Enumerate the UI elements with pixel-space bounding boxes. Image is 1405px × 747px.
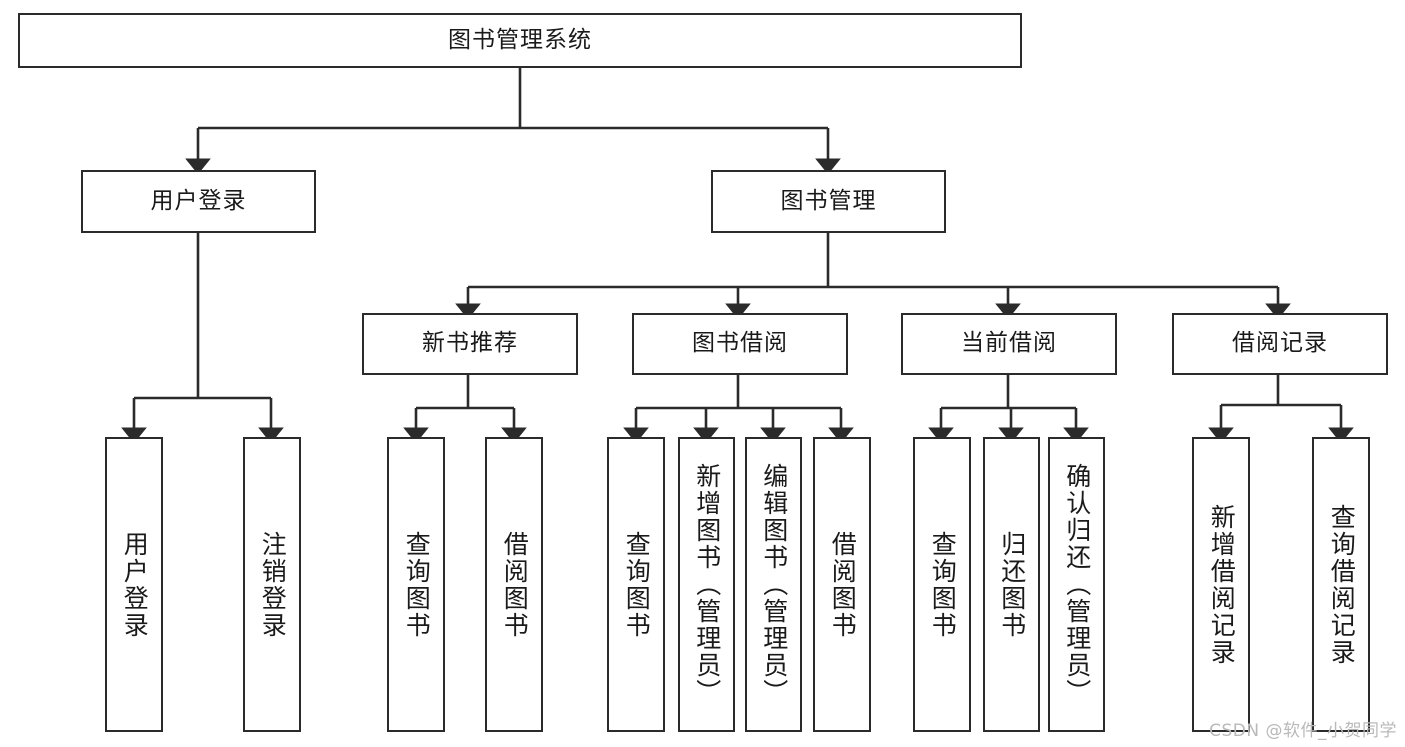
node-label: 用户登录 [120,530,150,639]
node-label: 借阅图书 [828,530,858,639]
node-leaf-query-book-3[interactable]: 查询图书 [913,437,971,732]
node-label: 借阅记录 [1232,330,1328,357]
node-current-borrow[interactable]: 当前借阅 [901,313,1117,375]
node-label: 注销登录 [258,530,288,639]
node-leaf-add-record[interactable]: 新增借阅记录 [1192,437,1250,732]
node-leaf-confirm-return[interactable]: 确认归还（管理员） [1048,437,1105,732]
node-root-system[interactable]: 图书管理系统 [18,13,1022,68]
node-label: 查询图书 [928,530,958,639]
node-label: 查询图书 [402,530,432,639]
node-label: 用户登录 [150,187,247,214]
csdn-watermark: CSDN @软件_小贺同学 [1209,721,1397,741]
node-leaf-return-book[interactable]: 归还图书 [983,437,1040,732]
node-label: 当前借阅 [961,330,1057,357]
node-leaf-query-record[interactable]: 查询借阅记录 [1312,437,1370,732]
node-label: 归还图书 [997,530,1027,639]
node-label: 新增借阅记录 [1207,503,1237,666]
node-label: 图书借阅 [692,330,788,357]
node-leaf-add-book[interactable]: 新增图书（管理员） [678,437,735,732]
node-leaf-edit-book[interactable]: 编辑图书（管理员） [745,437,802,732]
node-label: 查询图书 [622,530,652,639]
node-label: 图书管理系统 [448,26,592,53]
node-label: 图书管理 [780,187,877,214]
node-leaf-borrow-book-1[interactable]: 借阅图书 [485,437,543,732]
node-label: 查询借阅记录 [1327,503,1357,666]
node-label: 新增图书（管理员） [692,463,722,706]
node-leaf-user-login[interactable]: 用户登录 [105,437,163,732]
node-book-borrow[interactable]: 图书借阅 [632,313,848,375]
node-user-login[interactable]: 用户登录 [81,170,316,233]
node-book-manage[interactable]: 图书管理 [711,170,946,233]
node-leaf-query-book-2[interactable]: 查询图书 [607,437,665,732]
node-leaf-logout[interactable]: 注销登录 [243,437,301,732]
node-leaf-query-book-1[interactable]: 查询图书 [387,437,445,732]
node-label: 编辑图书（管理员） [759,463,789,706]
node-borrow-record[interactable]: 借阅记录 [1172,313,1388,375]
node-label: 确认归还（管理员） [1062,463,1092,706]
node-new-book-recommend[interactable]: 新书推荐 [362,313,578,375]
node-leaf-borrow-book-2[interactable]: 借阅图书 [813,437,871,732]
node-label: 新书推荐 [422,330,518,357]
node-label: 借阅图书 [500,530,530,639]
